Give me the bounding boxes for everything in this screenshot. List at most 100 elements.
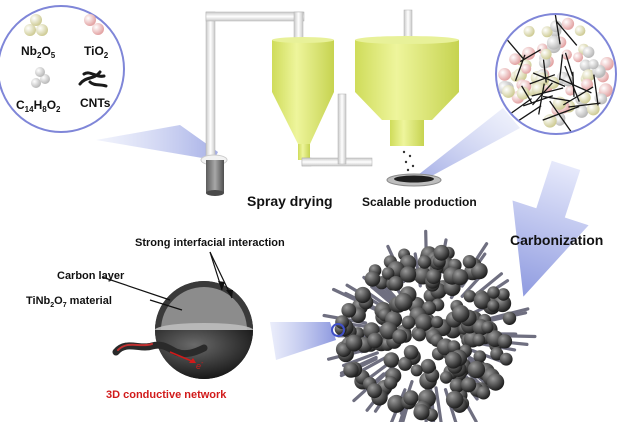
mixture-sphere <box>596 93 608 105</box>
mixture-sphere <box>579 59 592 72</box>
electron-arrow <box>169 351 195 363</box>
coated-particle <box>415 313 433 332</box>
c14h8o2-spheres <box>31 67 50 88</box>
coated-particle <box>473 292 491 310</box>
mixture-cnt <box>521 85 533 104</box>
coated-particle <box>417 255 432 269</box>
mixture-sphere <box>581 78 593 91</box>
raw-materials-bubble: Nb2O5 TiO2 C14H8O2 CNTs <box>0 5 125 133</box>
coated-particle <box>383 352 400 368</box>
coated-particle <box>367 383 382 399</box>
coated-particle <box>451 304 470 323</box>
coated-particle <box>345 334 363 352</box>
surface-cnt <box>434 386 443 422</box>
coated-particle <box>403 345 419 360</box>
coated-particle <box>444 351 462 369</box>
mixture-sphere <box>516 86 530 100</box>
mixture-sphere <box>502 85 515 98</box>
tio2-label: TiO2 <box>84 44 109 60</box>
cyclone-right <box>355 9 459 146</box>
connector-pipe <box>301 157 373 167</box>
mixture-sphere <box>540 48 552 60</box>
mixture-cnt <box>542 59 547 83</box>
coated-particle <box>354 286 371 304</box>
coated-particle <box>476 386 491 400</box>
particle-cutaway: e- <box>112 281 253 379</box>
coated-particle <box>367 332 383 349</box>
mixture-cnt <box>532 72 566 87</box>
mixture-sphere <box>582 69 595 82</box>
mixture-sphere <box>554 115 566 126</box>
beam-raw-materials <box>96 125 218 160</box>
nb2o5-spheres <box>24 14 48 36</box>
mixture-cnt <box>564 52 574 77</box>
coated-particle <box>497 288 510 301</box>
coated-particle <box>487 299 500 312</box>
coated-particle <box>497 334 513 349</box>
nb2o5-label: Nb2O5 <box>21 44 56 60</box>
inlet-pipe <box>205 11 216 165</box>
coated-particle <box>341 303 357 318</box>
mixture-cnt <box>538 83 545 115</box>
c14h8o2-label: C14H8O2 <box>16 98 61 114</box>
spray-nozzle <box>200 154 228 196</box>
mixture-cnt <box>529 74 556 85</box>
mixture-sphere <box>541 26 553 38</box>
mixture-cnt <box>568 102 601 108</box>
mixture-cnt <box>542 105 580 121</box>
coated-particle <box>392 329 408 344</box>
cnts-icon <box>78 70 108 88</box>
coated-particle <box>462 255 477 269</box>
mixture-cnt <box>508 98 532 116</box>
coated-particle <box>410 364 423 377</box>
cyclone-left <box>272 37 334 160</box>
coated-particle <box>387 394 406 413</box>
coated-particle <box>487 286 500 299</box>
mixture-sphere <box>561 49 572 60</box>
coated-particle <box>472 333 486 347</box>
mixture-cnt <box>514 54 526 82</box>
coated-particle <box>439 371 453 384</box>
coated-particle <box>461 377 477 393</box>
mixture-sphere <box>532 82 545 96</box>
coated-particle <box>449 378 465 393</box>
mixture-cnt <box>542 95 570 102</box>
spray-dryer-apparatus <box>200 9 459 196</box>
beam-mixture <box>418 108 520 179</box>
zoom-highlight-circle <box>331 323 345 337</box>
feed-pipe <box>293 11 304 39</box>
coated-particle <box>403 390 419 406</box>
mixture-cnt <box>549 100 573 133</box>
mixture-sphere <box>550 20 563 33</box>
electron-label: e- <box>196 360 204 371</box>
mixture-sphere <box>587 102 600 116</box>
mixture-cnt <box>593 74 599 106</box>
mixture-sphere <box>573 52 584 63</box>
mixture-sphere <box>575 105 589 118</box>
mixture-cnt <box>555 20 578 46</box>
coated-particle <box>433 244 450 261</box>
tinb2o7-core <box>161 287 247 330</box>
scalable-production-label: Scalable production <box>362 195 477 209</box>
carbonization-arrow <box>512 160 589 297</box>
coated-particle <box>335 315 349 329</box>
cnts-label: CNTs <box>80 96 111 110</box>
carbon-layer-label: Carbon layer <box>57 270 125 282</box>
mixture-sphere <box>522 46 536 60</box>
coated-particle <box>401 315 416 330</box>
carbon-coated-particle-cluster <box>322 229 537 422</box>
coated-particle <box>463 290 476 303</box>
coated-particle <box>426 269 442 285</box>
coated-particle <box>413 328 426 342</box>
beam-particle <box>270 322 336 360</box>
coated-particle <box>398 356 413 371</box>
mixture-sphere <box>588 59 599 70</box>
coated-particle <box>381 267 395 280</box>
coated-particle <box>431 315 444 329</box>
mixture-sphere <box>498 68 511 81</box>
coated-particle <box>420 358 436 374</box>
coated-particle <box>388 276 404 291</box>
mixture-sphere <box>523 25 535 37</box>
mixture-sphere <box>565 85 576 96</box>
